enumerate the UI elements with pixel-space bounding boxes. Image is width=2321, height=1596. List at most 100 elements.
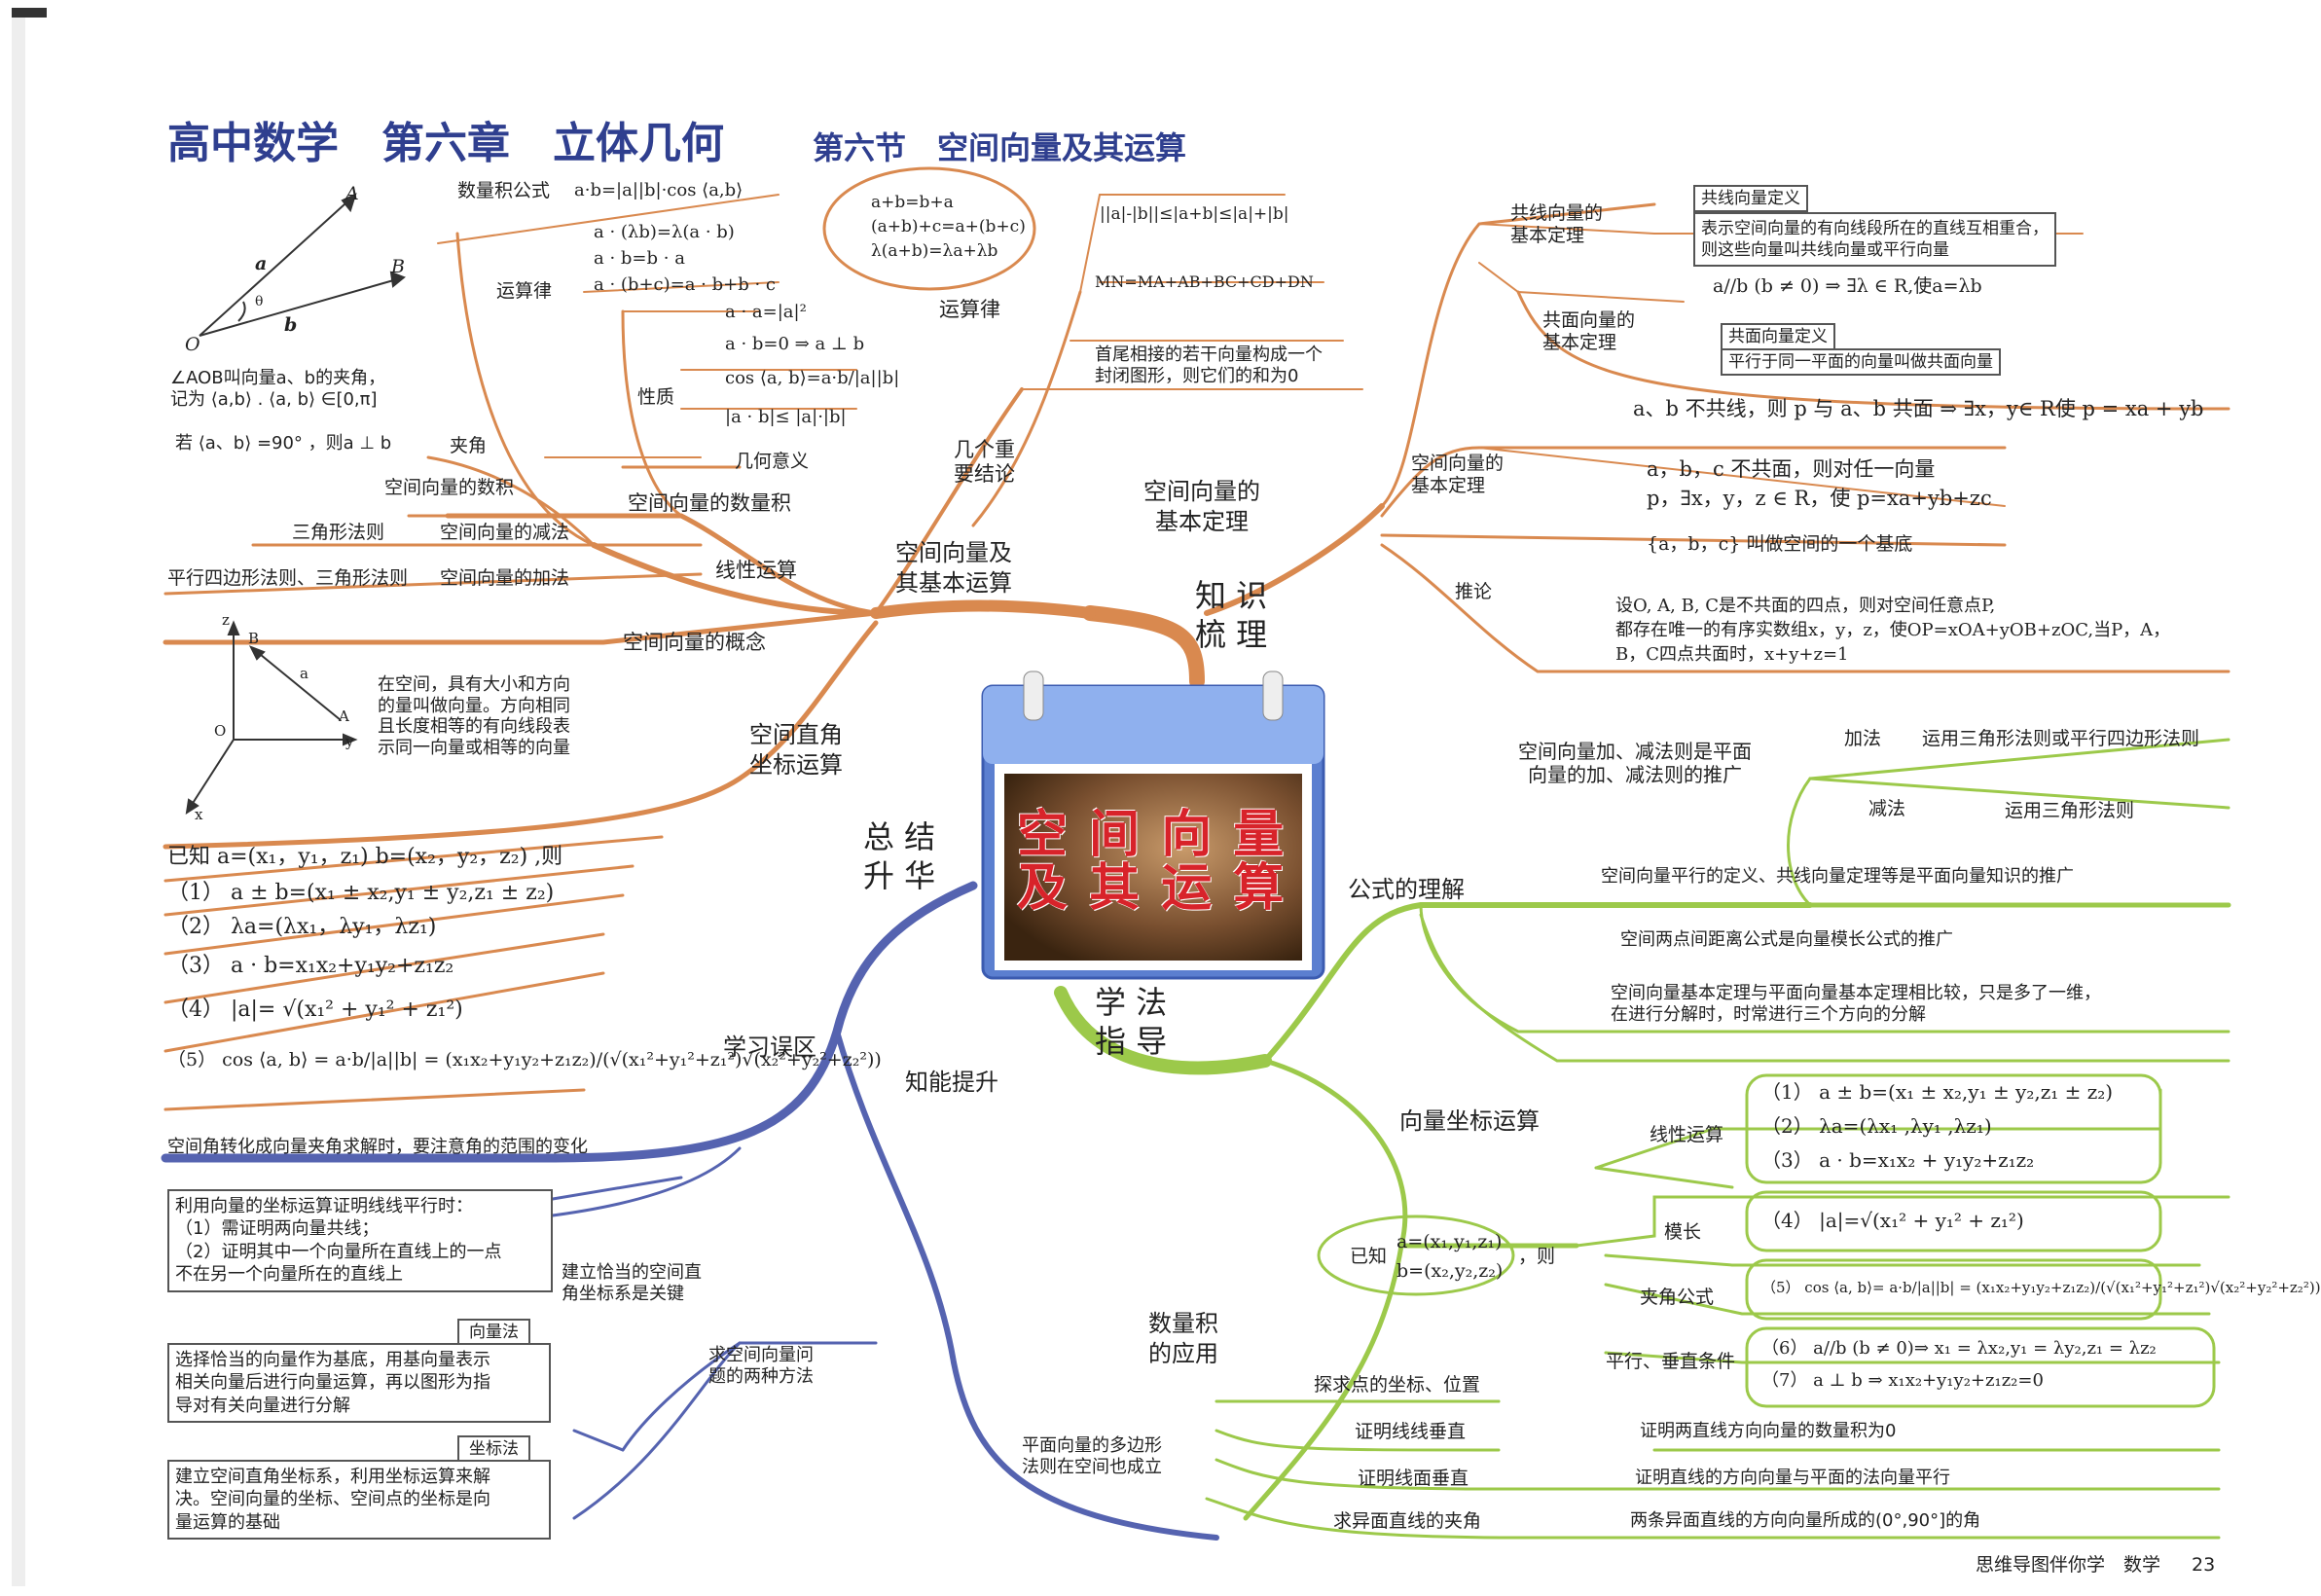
linear: 线性运算 bbox=[715, 559, 797, 582]
add: 空间向量的加法 bbox=[440, 567, 570, 589]
plane-perp: 证明线面垂直 bbox=[1358, 1468, 1469, 1489]
op-law-label: 运算律 bbox=[496, 280, 553, 302]
then: ，则 bbox=[1518, 1246, 1556, 1267]
explore: 探求点的坐标、位置 bbox=[1314, 1374, 1481, 1396]
generalize: 空间向量加、减法则是平面 向量的加、减法则的推广 bbox=[1518, 740, 1752, 786]
line-perp-desc: 证明两直线方向向量的数量积为0 bbox=[1640, 1421, 1897, 1441]
angle-label: 夹角 bbox=[450, 435, 488, 456]
center-title-line1: 空 间 向 量 bbox=[1017, 806, 1287, 864]
m-par-perp: 平行、垂直条件 bbox=[1606, 1351, 1736, 1372]
node-basic-thm: 空间向量的 基本定理 bbox=[1143, 478, 1260, 536]
compare: 空间向量基本定理与平面向量基本定理相比较，只是多了一维， 在进行分解时，时常进行… bbox=[1611, 983, 2101, 1025]
method-sub: 减法 bbox=[1868, 798, 1906, 819]
ineq: ||a|-|b||≤|a+b|≤|a|+|b| bbox=[1100, 204, 1289, 224]
m-linear: 线性运算 bbox=[1650, 1124, 1724, 1145]
key-coord: 建立恰当的空间直 角坐标系是关键 bbox=[562, 1262, 702, 1304]
skew-desc: 两条异面直线的方向向量所成的(0°,90°]的角 bbox=[1630, 1510, 1981, 1531]
space-cond-2: p，∃x，y，z ∈ R，使 p=xa+yb+zc bbox=[1647, 487, 1992, 510]
skew: 求异面直线的夹角 bbox=[1333, 1510, 1482, 1532]
m2: （2） λa=(λx₁ ,λy₁ ,λz₁) bbox=[1761, 1114, 1992, 1138]
collinear-def: 表示空间向量的有向线段所在的直线互相重合， 则这些向量叫共线向量或平行向量 bbox=[1693, 212, 2056, 268]
prop-3: cos ⟨a, b⟩=a·b/|a||b| bbox=[725, 368, 900, 388]
dot-formula-label: 数量积公式 bbox=[457, 180, 551, 201]
prop-2: a · b=0 ⇒ a ⊥ b bbox=[725, 334, 865, 354]
m3: （3） a · b=x₁x₂ + y₁y₂+z₁z₂ bbox=[1761, 1148, 2035, 1172]
closed: 首尾相接的若干向量构成一个 封闭图形，则它们的和为0 bbox=[1095, 345, 1323, 386]
key-conclusions: 几个重 要结论 bbox=[954, 438, 1015, 487]
axis-z: z bbox=[222, 611, 230, 629]
branch-summary: 总 结 升 华 bbox=[863, 818, 936, 894]
space-cond-1: a，b，c 不共面，则对任一向量 bbox=[1647, 457, 1936, 481]
mind-map-lines bbox=[12, 8, 2231, 1586]
vec-method-title: 向量法 bbox=[457, 1319, 530, 1347]
fig-A: A bbox=[345, 183, 359, 204]
given-b: b=(x₂,y₂,z₂) bbox=[1396, 1260, 1504, 1282]
sub: 空间向量的减法 bbox=[440, 522, 570, 543]
corollary-desc: 设O, A, B, C是不共面的四点，则对空间任意点P, 都存在唯一的有序实数组… bbox=[1615, 596, 2171, 666]
plane-perp-desc: 证明直线的方向向量与平面的法向量平行 bbox=[1635, 1468, 1950, 1488]
footer-page: 23 bbox=[2192, 1554, 2216, 1576]
coord-method: 建立空间直角坐标系，利用坐标运算来解 决。空间向量的坐标、空间点的坐标是向 量运… bbox=[167, 1460, 551, 1541]
coplanar-cond: a、b 不共线，则 p 与 a、b 共面 ⇒ ∃x，y∈ R使 p = xa +… bbox=[1633, 397, 2204, 420]
two-methods: 求空间向量问 题的两种方法 bbox=[708, 1345, 814, 1387]
m1: （1） a ± b=(x₁ ± x₂,y₁ ± y₂,z₁ ± z₂) bbox=[1761, 1080, 2114, 1104]
op-law-2: a · b=b · a bbox=[594, 248, 685, 269]
mistake-1: 空间角转化成向量夹角求解时，要注意角的范围的变化 bbox=[167, 1137, 588, 1157]
method-add: 加法 bbox=[1844, 728, 1882, 749]
prop-1: a · a=|a|² bbox=[725, 302, 807, 322]
dot-product2: 空间向量的数量积 bbox=[628, 491, 791, 515]
coord-given: 已知 a=(x₁，y₁，z₁) b=(x₂，y₂，z₂) ,则 bbox=[167, 845, 563, 869]
branch-method: 学 法 指 导 bbox=[1095, 984, 1168, 1060]
fig2-a: a bbox=[300, 665, 308, 682]
m6: （6） a//b (b ≠ 0)⇒ x₁ = λx₂,y₁ = λy₂,z₁ =… bbox=[1761, 1338, 2157, 1359]
collinear-cond: a//b (b ≠ 0) ⇒ ∃λ ∈ R,使a=λb bbox=[1713, 275, 1982, 297]
fig-O: O bbox=[185, 334, 200, 355]
fig2-A: A bbox=[339, 707, 349, 725]
coplanar-label: 共面向量的 基本定理 bbox=[1542, 309, 1636, 353]
method-add-rule: 运用三角形法则或平行四边形法则 bbox=[1922, 728, 2200, 749]
basis: {a，b，c} 叫做空间的一个基底 bbox=[1647, 533, 1913, 555]
fig-theta: θ bbox=[255, 294, 264, 309]
corollary: 推论 bbox=[1455, 581, 1493, 602]
given: 已知 bbox=[1350, 1246, 1388, 1267]
axis-x: x bbox=[195, 806, 203, 823]
fig-b: b bbox=[284, 314, 298, 336]
angle-perp: 若 ⟨a、b⟩ =90° ，则a ⊥ b bbox=[175, 433, 392, 453]
coord-r1: （1） a ± b=(x₁ ± x₂,y₁ ± y₂,z₁ ± z₂) bbox=[167, 881, 555, 905]
op-law2-3: λ(a+b)=λa+λb bbox=[871, 241, 998, 261]
dot-formula: a·b=|a||b|·cos ⟨a,b⟩ bbox=[574, 180, 743, 200]
chain: MN=MA+AB+BC+CD+DN bbox=[1095, 272, 1314, 291]
ability: 知能提升 bbox=[905, 1069, 998, 1096]
node-app: 数量积 的应用 bbox=[1148, 1310, 1218, 1368]
footer-book: 思维导图伴你学 数学 bbox=[1976, 1554, 2161, 1576]
geo-meaning: 几何意义 bbox=[735, 451, 810, 472]
coord-r3: （3） a · b=x₁x₂+y₁y₂+z₁z₂ bbox=[167, 954, 454, 978]
vec-method: 选择恰当的向量作为基底，用基向量表示 相关向量后进行向量运算，再以图形为指 导对… bbox=[167, 1343, 551, 1424]
coord-r5: （5） cos ⟨a, b⟩ = a·b/|a||b| = (x₁x₂+y₁y₂… bbox=[167, 1049, 882, 1070]
op-law-3: a · (b+c)=a · b+b · c bbox=[594, 274, 776, 295]
mistakes: 学习误区 bbox=[723, 1034, 816, 1061]
coplanar-def: 平行于同一平面的向量叫做共面向量 bbox=[1721, 348, 2001, 377]
space-label: 空间向量的 基本定理 bbox=[1411, 453, 1505, 496]
polygon: 平面向量的多边形 法则在空间也成立 bbox=[1022, 1435, 1162, 1477]
coord-r4: （4） |a|= √(x₁² + y₁² + z₁²) bbox=[167, 998, 463, 1022]
given-a: a=(x₁,y₁,z₁) bbox=[1396, 1231, 1503, 1252]
dot-product: 空间向量的数积 bbox=[384, 477, 515, 498]
line-perp: 证明线线垂直 bbox=[1355, 1421, 1467, 1442]
formula-understand: 公式的理解 bbox=[1348, 876, 1465, 903]
op-law2-label: 运算律 bbox=[939, 298, 1000, 321]
page-title: 高中数学 第六章 立体几何 bbox=[167, 119, 724, 168]
coord-r2: （2） λa=(λx₁，λy₁，λz₁) bbox=[167, 915, 437, 939]
prop-label: 性质 bbox=[637, 386, 675, 408]
concept: 空间向量的概念 bbox=[623, 631, 766, 654]
collinear-label: 共线向量的 基本定理 bbox=[1510, 202, 1604, 246]
fig2-B: B bbox=[248, 630, 260, 647]
angle-desc: ∠AOB叫向量a、b的夹角， 记为 ⟨a,b⟩ . ⟨a, b⟩ ∈[0,π] bbox=[170, 368, 386, 410]
collinear-def-title: 共线向量定义 bbox=[1693, 185, 1808, 213]
op-law-1: a · (λb)=λ(a · b) bbox=[594, 222, 735, 242]
section-title: 第六节 空间向量及其运算 bbox=[813, 129, 1187, 166]
m5: （5） cos ⟨a, b⟩= a·b/|a||b| = (x₁x₂+y₁y₂+… bbox=[1761, 1279, 2321, 1296]
coplanar-def-title: 共面向量定义 bbox=[1721, 323, 1835, 351]
center-title-line2: 及 其 运 算 bbox=[1017, 859, 1287, 918]
dist: 空间两点间距离公式是向量模长公式的推广 bbox=[1620, 929, 1953, 950]
